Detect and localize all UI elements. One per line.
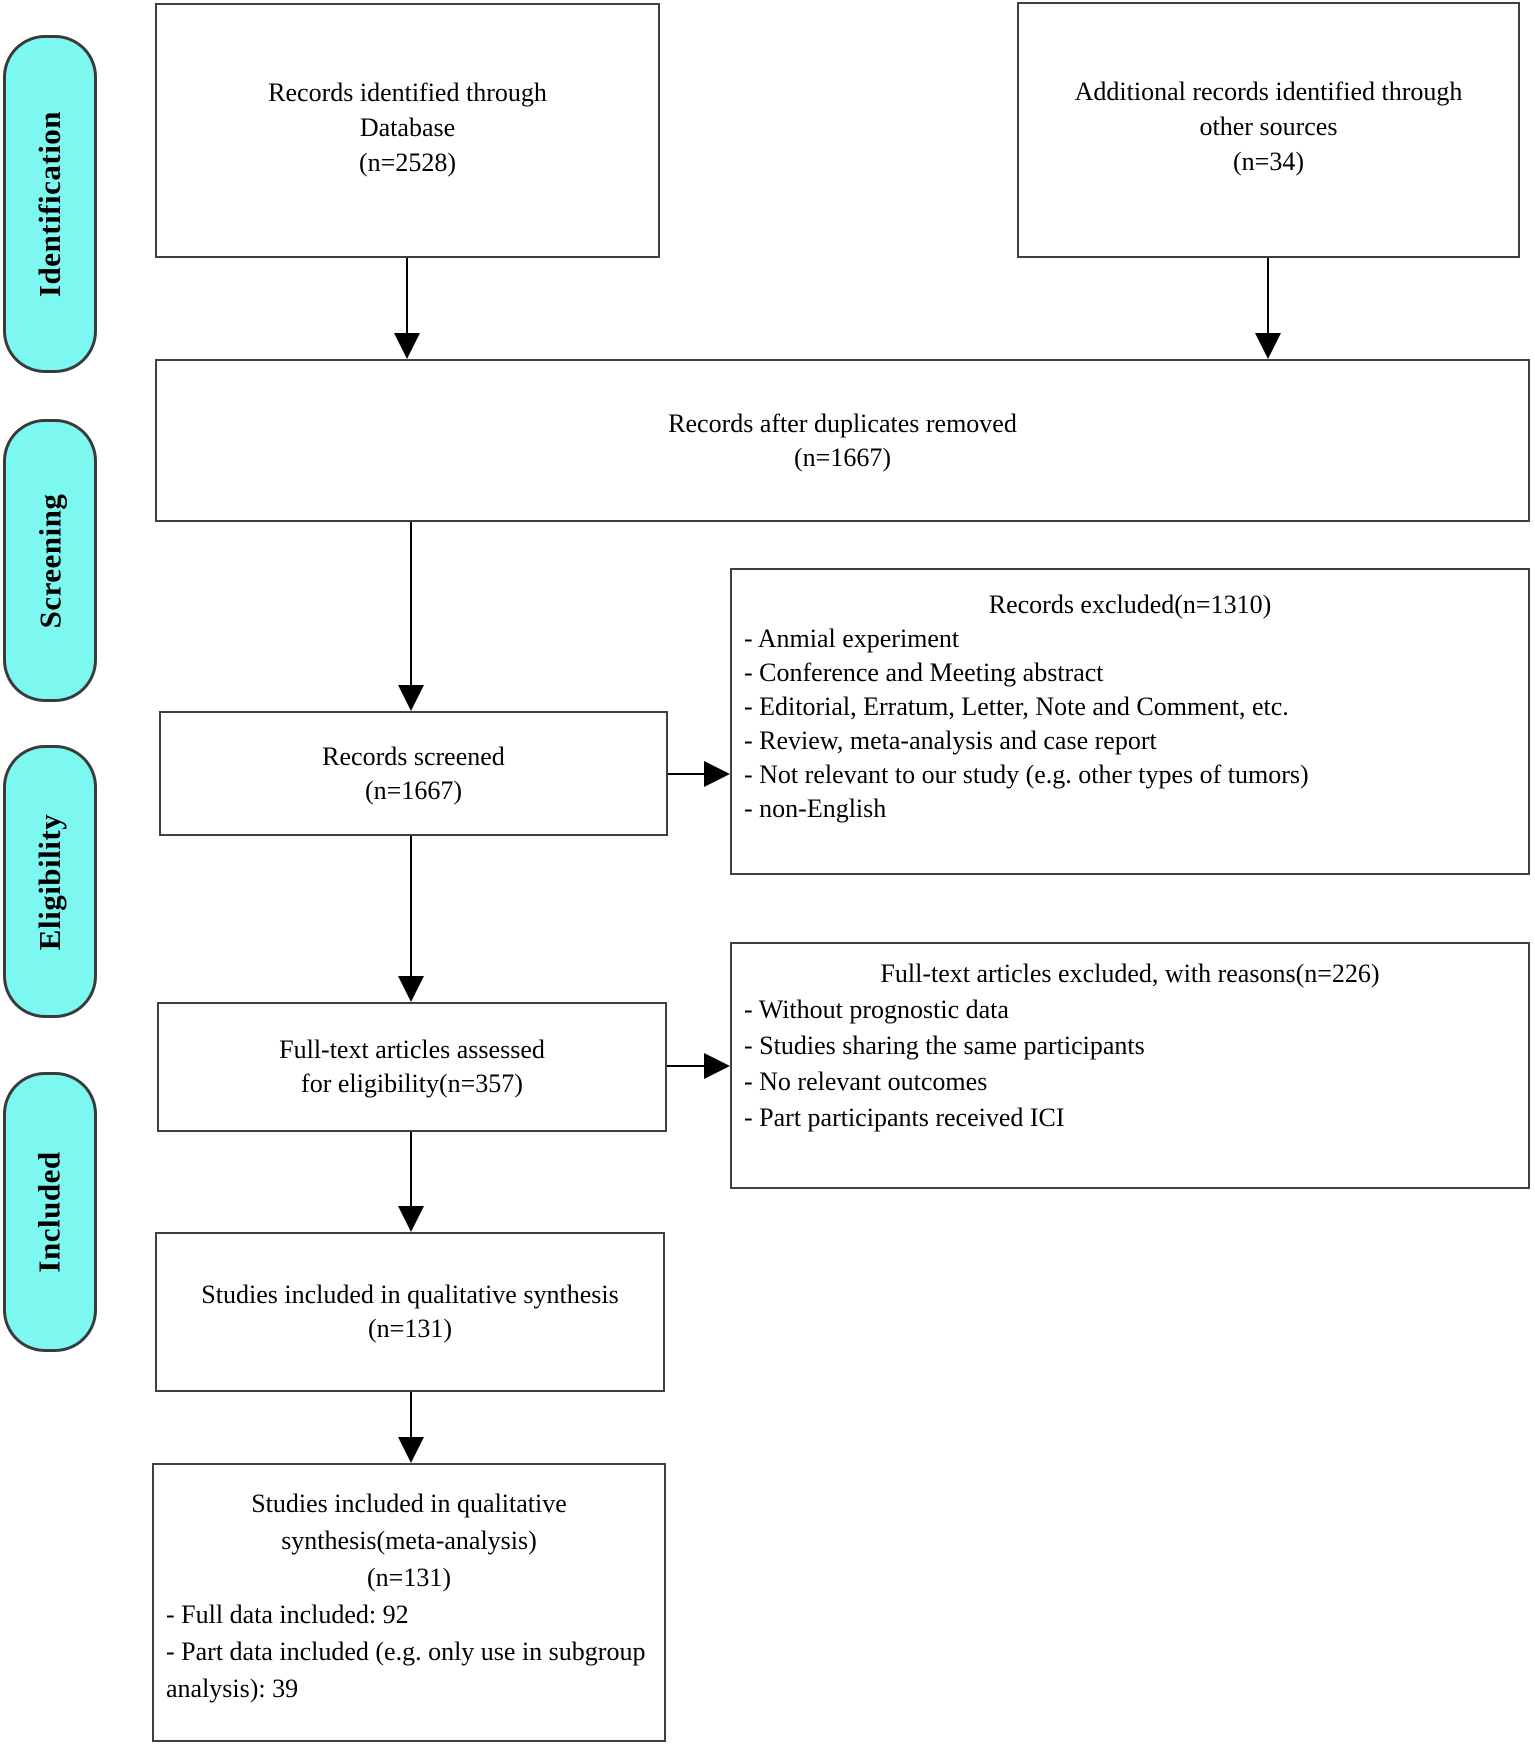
stage-label-text: Screening <box>32 493 67 628</box>
inclusion-detail-item: - Part data included (e.g. only use in s… <box>166 1637 646 1703</box>
box-text-line: Additional records identified through <box>1074 77 1463 106</box>
exclusion-reason-item: - Review, meta-analysis and case report <box>744 726 1157 755</box>
box-title: Full-text articles excluded, with reason… <box>880 959 1380 988</box>
arrowhead-down-icon <box>398 976 424 1002</box>
stage-label-eligibility: Eligibility <box>3 745 97 1018</box>
box-text-line: Full-text articles assessed <box>279 1035 545 1064</box>
stage-label-screening: Screening <box>3 419 97 702</box>
arrowhead-right-icon <box>704 1053 730 1079</box>
box-studies-included-qualitative-synthesis: Studies included in qualitative synthesi… <box>155 1232 665 1392</box>
arrow-shaft <box>410 1392 412 1438</box>
arrow-shaft <box>410 836 412 977</box>
stage-label-text: Identification <box>32 110 67 298</box>
arrowhead-right-icon <box>704 761 730 787</box>
box-additional-records-other-sources: Additional records identified through ot… <box>1017 2 1520 258</box>
exclusion-reason-item: - Without prognostic data <box>744 995 1009 1024</box>
box-fulltext-articles-assessed: Full-text articles assessed for eligibil… <box>157 1002 667 1132</box>
exclusion-reason-item: - Anmial experiment <box>744 624 960 653</box>
inclusion-detail-item: - Full data included: 92 <box>166 1600 409 1629</box>
exclusion-reason-item: - Editorial, Erratum, Letter, Note and C… <box>744 692 1289 721</box>
arrowhead-down-icon <box>1255 333 1281 359</box>
box-text-line: Studies included in qualitative <box>251 1489 567 1518</box>
exclusion-reason-item: - Part participants received ICI <box>744 1103 1065 1132</box>
exclusion-reason-item: - Conference and Meeting abstract <box>744 658 1104 687</box>
box-text-line: Records screened <box>322 741 505 771</box>
box-text-line: (n=34) <box>1233 147 1304 176</box>
box-records-excluded: Records excluded(n=1310) - Anmial experi… <box>730 568 1530 875</box>
box-text-line: (n=1667) <box>365 775 462 805</box>
box-text-line: Database <box>359 113 456 142</box>
stage-label-text: Included <box>32 1151 68 1273</box>
arrowhead-down-icon <box>398 685 424 711</box>
box-studies-included-meta-analysis: Studies included in qualitative synthesi… <box>152 1463 666 1742</box>
box-text-line: (n=131) <box>368 1314 452 1343</box>
box-text-line: synthesis(meta-analysis) <box>281 1526 537 1555</box>
box-records-screened: Records screened (n=1667) <box>159 711 668 836</box>
exclusion-reason-item: - Studies sharing the same participants <box>744 1031 1145 1060</box>
arrow-shaft <box>667 1065 706 1067</box>
arrow-shaft <box>410 1132 412 1207</box>
box-text-line: other sources <box>1199 112 1338 141</box>
arrow-shaft <box>1267 258 1269 334</box>
box-title: Records excluded(n=1310) <box>988 590 1272 619</box>
exclusion-reason-item: - non-English <box>744 794 887 823</box>
box-fulltext-articles-excluded: Full-text articles excluded, with reason… <box>730 942 1530 1189</box>
arrow-shaft <box>406 258 408 334</box>
exclusion-reason-item: - No relevant outcomes <box>744 1067 988 1096</box>
arrow-shaft <box>668 773 706 775</box>
box-text-line: (n=1667) <box>794 442 891 472</box>
box-text-line: (n=131) <box>367 1563 451 1592</box>
exclusion-reason-item: - Not relevant to our study (e.g. other … <box>744 760 1309 789</box>
box-text-line: for eligibility(n=357) <box>301 1069 523 1098</box>
box-text-line: (n=2528) <box>359 148 456 177</box>
box-records-after-duplicates-removed: Records after duplicates removed (n=1667… <box>155 359 1530 522</box>
stage-label-text: Eligibility <box>32 813 68 950</box>
arrowhead-down-icon <box>394 333 420 359</box>
arrow-shaft <box>410 522 412 686</box>
box-text-line: Records after duplicates removed <box>668 408 1017 438</box>
arrowhead-down-icon <box>398 1437 424 1463</box>
stage-label-identification: Identification <box>3 35 97 373</box>
box-records-identified-database: Records identified through Database (n=2… <box>155 3 660 258</box>
box-text-line: Studies included in qualitative synthesi… <box>201 1280 619 1309</box>
arrowhead-down-icon <box>398 1206 424 1232</box>
box-text-line: Records identified through <box>268 78 547 107</box>
stage-label-included: Included <box>3 1072 97 1352</box>
